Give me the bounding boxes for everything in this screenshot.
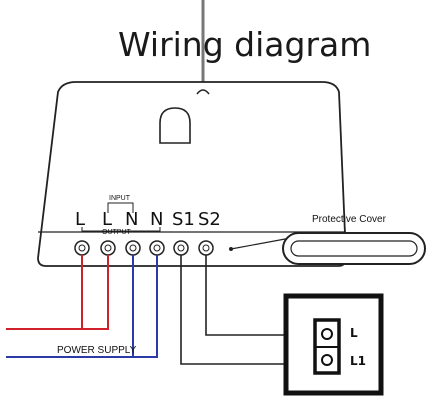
neutral-wire-supply [6, 255, 158, 358]
diagram-title: Wiring diagram [118, 25, 371, 64]
output-bracket [81, 227, 161, 232]
terminal-screw-l-output [74, 240, 90, 256]
switch-screw-l [321, 328, 333, 340]
input-bracket [107, 202, 134, 213]
power-supply-label: POWER SUPPLY [57, 345, 137, 356]
input-label: INPUT [109, 195, 131, 202]
antenna-port [196, 89, 210, 95]
switch-wire-s2 [205, 255, 318, 336]
switch-screw-l1 [321, 354, 333, 366]
switch-label-l1: L1 [350, 354, 366, 368]
mounting-clip [159, 107, 191, 144]
terminal-screw-n-output [149, 240, 165, 256]
protective-cover-label: Protective Cover [312, 214, 387, 225]
terminal-label-s1: S1 [172, 209, 195, 230]
live-wire-input [82, 255, 109, 330]
terminal-label-l-output: L [75, 209, 85, 230]
terminal-screw-s2 [198, 240, 214, 256]
protective-cover [282, 232, 426, 265]
output-label: OUTPUT [102, 229, 132, 236]
switch-wire-s1 [180, 255, 318, 365]
switch-label-l: L [350, 326, 358, 340]
terminal-label-s2: S2 [198, 209, 221, 230]
terminal-screw-n-input [125, 240, 141, 256]
terminal-screw-l-input [100, 240, 116, 256]
terminal-label-n-input: N [125, 209, 138, 230]
terminal-screw-s1 [173, 240, 189, 256]
terminal-label-l-input: L [102, 209, 112, 230]
terminal-label-n-output: N [150, 209, 163, 230]
